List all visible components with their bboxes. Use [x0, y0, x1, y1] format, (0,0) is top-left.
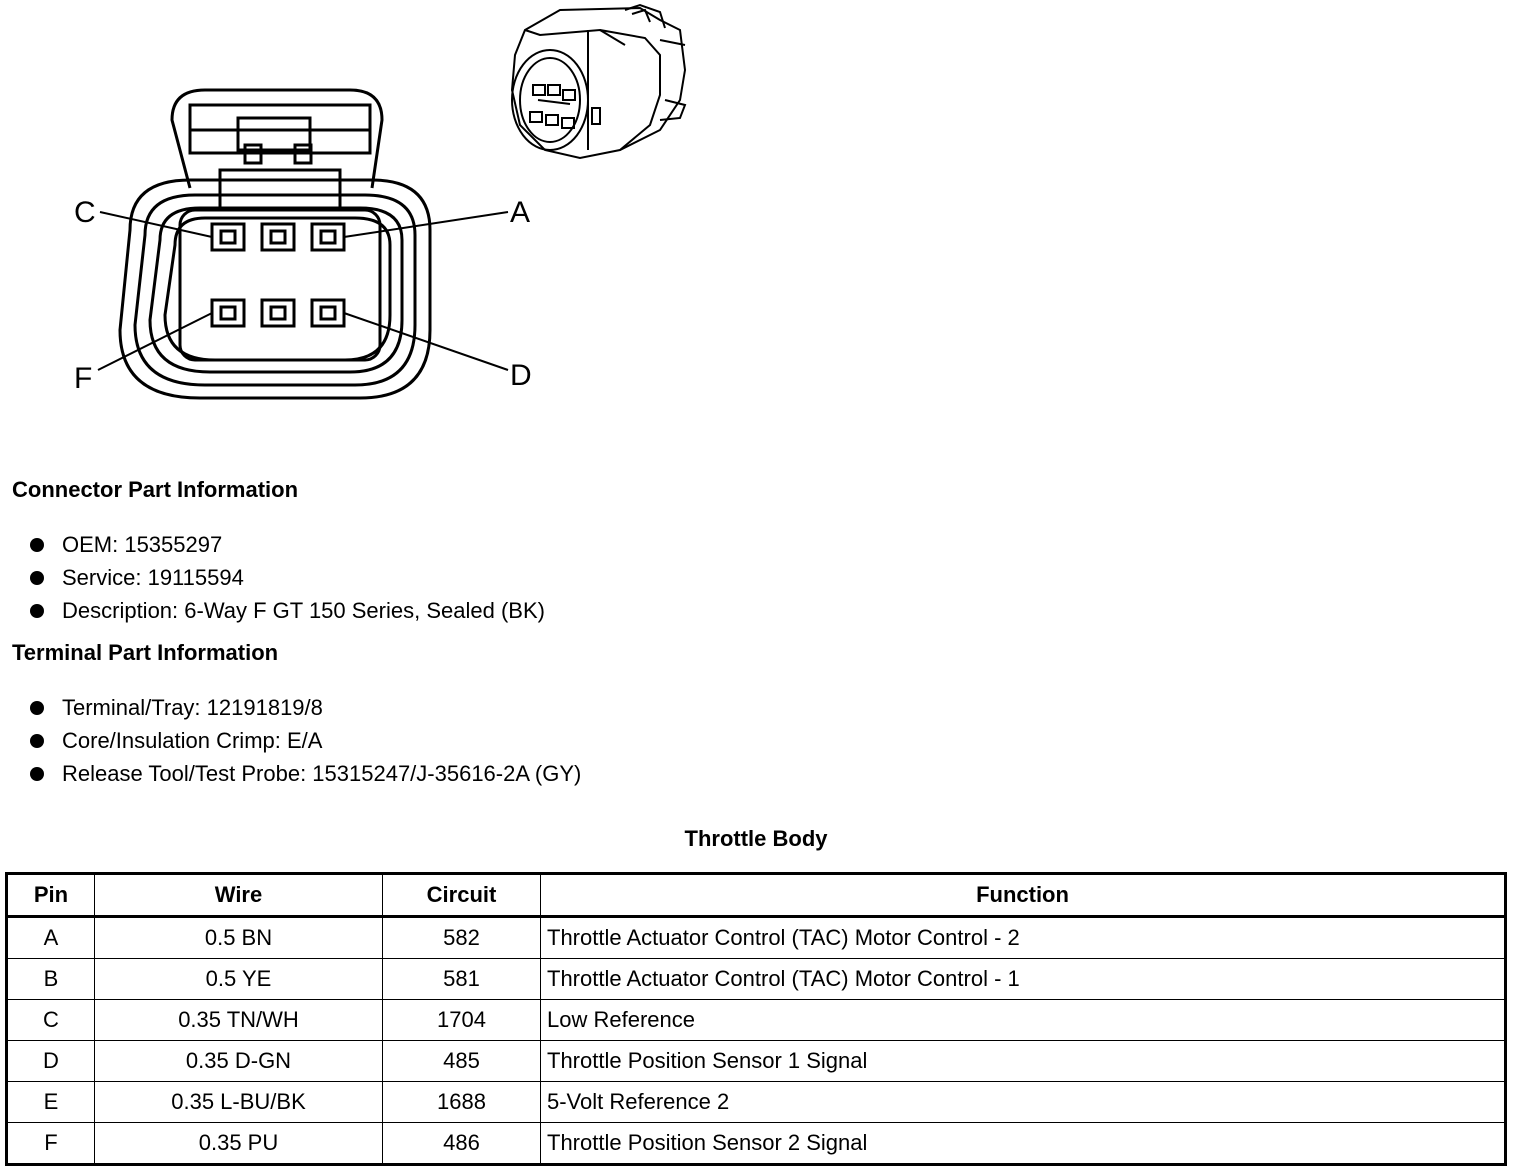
pin-table: Pin Wire Circuit Function A 0.5 BN 582 T… — [5, 872, 1507, 1166]
cavity-frame — [178, 208, 382, 362]
cell-pin: B — [6, 958, 95, 1000]
cavity-c — [210, 222, 246, 252]
latch-body — [236, 116, 312, 152]
table-row: D 0.35 D-GN 485 Throttle Position Sensor… — [6, 1040, 1506, 1082]
pin-label-c: C — [74, 196, 96, 229]
list-item: Core/Insulation Crimp: E/A — [28, 724, 581, 757]
cell-wire: 0.5 YE — [94, 958, 383, 1000]
cell-wire: 0.35 D-GN — [94, 1040, 383, 1082]
cell-function: 5-Volt Reference 2 — [540, 1081, 1506, 1123]
cell-pin: D — [6, 1040, 95, 1082]
cell-function: Throttle Actuator Control (TAC) Motor Co… — [540, 916, 1506, 959]
cell-pin: A — [6, 916, 95, 959]
housing-ring-3 — [163, 216, 392, 362]
pin-label-f: F — [74, 362, 92, 395]
pin-label-d: D — [510, 359, 532, 392]
list-item: Release Tool/Test Probe: 15315247/J-3561… — [28, 757, 581, 790]
cell-pin: F — [6, 1122, 95, 1165]
table-title: Throttle Body — [684, 826, 828, 851]
cell-pin: C — [6, 999, 95, 1041]
connector-face-diagram: C A F D — [74, 88, 532, 400]
cell-wire: 0.35 TN/WH — [94, 999, 383, 1041]
leader-d — [343, 312, 509, 371]
housing-ring-2 — [148, 206, 404, 374]
cell-circuit: 1704 — [382, 999, 541, 1041]
table-row: C 0.35 TN/WH 1704 Low Reference — [6, 999, 1506, 1041]
terminal-part-info-heading: Terminal Part Information — [12, 640, 279, 665]
cell-wire: 0.5 BN — [94, 916, 383, 959]
terminal-part-info-list: Terminal/Tray: 12191819/8 Core/Insulatio… — [28, 691, 581, 790]
list-item: Terminal/Tray: 12191819/8 — [28, 691, 581, 724]
cell-function: Throttle Actuator Control (TAC) Motor Co… — [540, 958, 1506, 1000]
table-row: B 0.5 YE 581 Throttle Actuator Control (… — [6, 958, 1506, 1000]
list-item: Service: 19115594 — [28, 561, 545, 594]
bullet-icon — [30, 571, 44, 585]
housing-outer — [118, 178, 432, 400]
bullet-icon — [30, 604, 44, 618]
cell-wire: 0.35 PU — [94, 1122, 383, 1165]
cavity-d — [310, 298, 346, 328]
cell-circuit: 1688 — [382, 1081, 541, 1123]
bullet-icon — [30, 538, 44, 552]
list-item: OEM: 15355297 — [28, 528, 545, 561]
leader-c — [99, 211, 213, 238]
bullet-icon — [30, 767, 44, 781]
cell-circuit: 486 — [382, 1122, 541, 1165]
cell-function: Throttle Position Sensor 2 Signal — [540, 1122, 1506, 1165]
table-row: A 0.5 BN 582 Throttle Actuator Control (… — [6, 916, 1506, 959]
header-circuit: Circuit — [382, 873, 541, 918]
cavity-b — [260, 222, 296, 252]
cell-function: Throttle Position Sensor 1 Signal — [540, 1040, 1506, 1082]
list-item: Description: 6-Way F GT 150 Series, Seal… — [28, 594, 545, 627]
header-function: Function — [540, 873, 1506, 918]
cell-circuit: 581 — [382, 958, 541, 1000]
housing-ring-1 — [133, 193, 417, 387]
bullet-icon — [30, 734, 44, 748]
cavity-a — [310, 222, 346, 252]
cell-circuit: 582 — [382, 916, 541, 959]
connector-part-info-heading: Connector Part Information — [12, 477, 299, 502]
cell-wire: 0.35 L-BU/BK — [94, 1081, 383, 1123]
header-wire: Wire — [94, 873, 383, 918]
bullet-icon — [30, 701, 44, 715]
connector-part-info-list: OEM: 15355297 Service: 19115594 Descript… — [28, 528, 545, 627]
cell-pin: E — [6, 1081, 95, 1123]
cell-function: Low Reference — [540, 999, 1506, 1041]
latch-lock — [218, 168, 342, 212]
table-header-row: Pin Wire Circuit Function — [6, 873, 1506, 918]
cavity-e — [260, 298, 296, 328]
connector-3d-illustration — [510, 3, 687, 160]
pin-label-a: A — [510, 196, 530, 229]
leader-f — [97, 312, 213, 371]
housing-latch-tab — [170, 88, 384, 189]
table-row: F 0.35 PU 486 Throttle Position Sensor 2… — [6, 1122, 1506, 1165]
cavity-f — [210, 298, 246, 328]
header-pin: Pin — [6, 873, 95, 918]
cell-circuit: 485 — [382, 1040, 541, 1082]
table-row: E 0.35 L-BU/BK 1688 5-Volt Reference 2 — [6, 1081, 1506, 1123]
leader-a — [343, 211, 509, 238]
